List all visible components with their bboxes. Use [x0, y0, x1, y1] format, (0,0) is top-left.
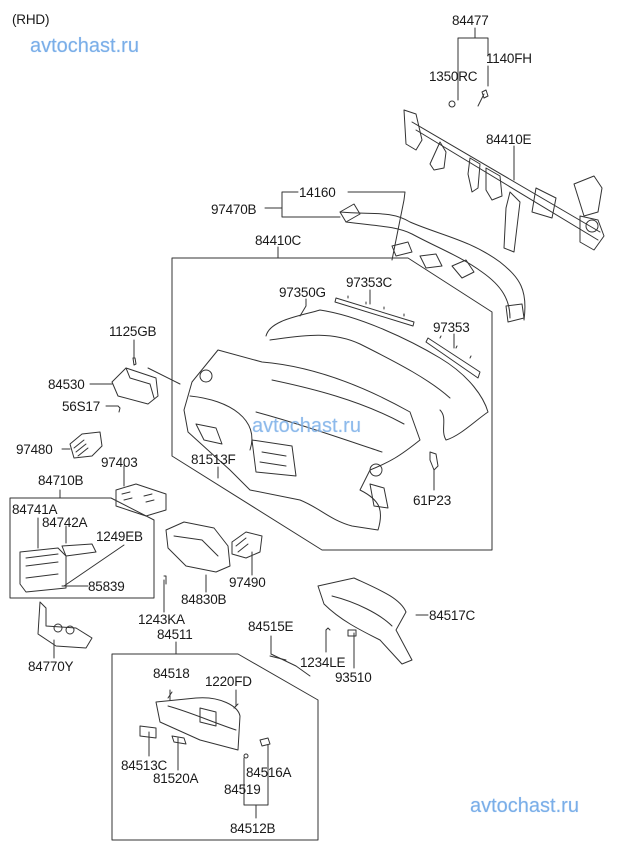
- part-97403-center-vent: [115, 483, 167, 517]
- part-label-84513C[interactable]: 84513C: [121, 758, 168, 773]
- part-label-84519[interactable]: 84519: [224, 782, 261, 797]
- part-84830B-cluster-facia: [163, 521, 231, 585]
- part-label-97480[interactable]: 97480: [16, 442, 53, 457]
- part-label-84770Y[interactable]: 84770Y: [28, 659, 74, 674]
- part-label-1249EB[interactable]: 1249EB: [96, 529, 143, 544]
- part-label-85839[interactable]: 85839: [88, 579, 125, 594]
- part-84410C-crash-pad: [183, 309, 489, 531]
- part-97490-vent: [231, 531, 263, 559]
- part-label-14160[interactable]: 14160: [299, 185, 336, 200]
- part-label-97490[interactable]: 97490: [229, 575, 266, 590]
- part-label-97353[interactable]: 97353: [433, 320, 470, 335]
- part-label-84410E[interactable]: 84410E: [486, 132, 532, 147]
- part-label-84830B[interactable]: 84830B: [181, 592, 227, 607]
- part-84511-glove-box: [139, 691, 271, 759]
- part-label-84515E[interactable]: 84515E: [248, 619, 294, 634]
- part-label-84477[interactable]: 84477: [452, 13, 489, 28]
- part-label-84742A[interactable]: 84742A: [42, 515, 88, 530]
- watermark-top: avtochast.ru: [30, 35, 139, 57]
- part-label-61P23[interactable]: 61P23: [413, 493, 452, 508]
- part-84770Y-bezel: [37, 601, 93, 649]
- part-label-1350RC[interactable]: 1350RC: [429, 69, 478, 84]
- part-97480-side-vent: [69, 431, 103, 459]
- part-label-93510[interactable]: 93510: [335, 670, 372, 685]
- part-label-84710B[interactable]: 84710B: [38, 473, 84, 488]
- watermark-center: avtochast.ru: [252, 415, 361, 437]
- part-97353C-defroster-grille: [334, 295, 415, 327]
- part-label-84518[interactable]: 84518: [153, 666, 190, 681]
- part-label-1125GB[interactable]: 1125GB: [109, 324, 157, 339]
- part-label-81513F[interactable]: 81513F: [191, 452, 236, 467]
- part-label-1220FD[interactable]: 1220FD: [205, 674, 252, 689]
- part-label-84516A[interactable]: 84516A: [246, 765, 292, 780]
- part-84741A-heater-panel: [19, 543, 97, 593]
- part-label-81520A[interactable]: 81520A: [153, 771, 199, 786]
- part-label-84741A[interactable]: 84741A: [12, 502, 58, 517]
- part-label-97353C[interactable]: 97353C: [346, 275, 393, 290]
- part-label-97470B[interactable]: 97470B: [211, 202, 257, 217]
- part-label-1234LE[interactable]: 1234LE: [300, 655, 346, 670]
- part-label-97350G[interactable]: 97350G: [279, 285, 326, 300]
- part-label-1243KA[interactable]: 1243KA: [138, 612, 185, 627]
- diagram-title: (RHD): [12, 12, 50, 27]
- part-label-1140FH[interactable]: 1140FH: [486, 51, 532, 66]
- part-84530-module: [111, 357, 159, 413]
- leader-lines: [9, 27, 515, 841]
- part-84517C-lower-panel: [269, 577, 413, 665]
- part-97470B-duct: [339, 203, 526, 323]
- part-97353-side-grille: [425, 335, 481, 379]
- part-label-84512B[interactable]: 84512B: [230, 821, 276, 836]
- part-label-84517C[interactable]: 84517C: [429, 608, 476, 623]
- watermark-bottom: avtochast.ru: [470, 795, 579, 817]
- part-label-84511[interactable]: 84511: [157, 627, 193, 642]
- part-label-84410C[interactable]: 84410C: [255, 233, 302, 248]
- part-84410E-crossmember: [403, 89, 605, 253]
- part-label-97403[interactable]: 97403: [101, 455, 138, 470]
- part-label-84530[interactable]: 84530: [48, 377, 85, 392]
- part-label-56S17[interactable]: 56S17: [62, 399, 101, 414]
